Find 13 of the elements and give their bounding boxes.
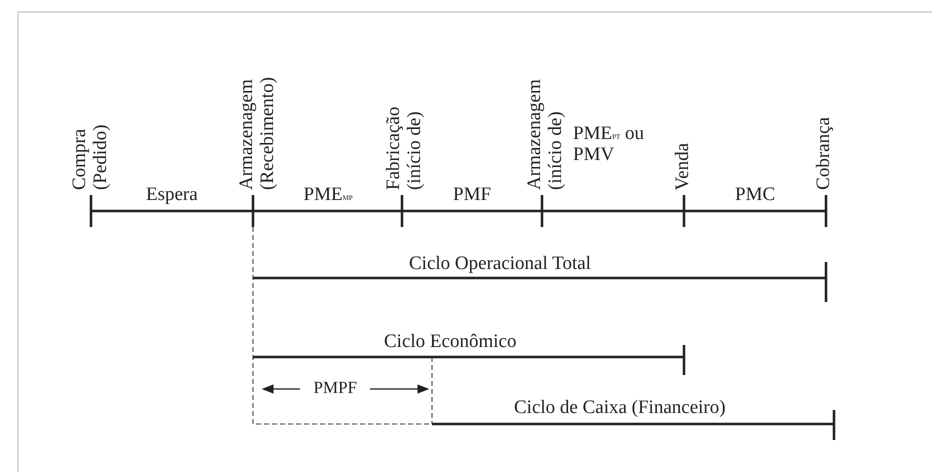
event-label: Armazenagem (início de) [525, 78, 567, 190]
dimension-label: PMPF [314, 379, 357, 397]
cycle-label: Ciclo Operacional Total [409, 254, 591, 274]
event-label: Armazenagem (Recebimento) [237, 76, 279, 190]
event-label: Cobrança [814, 117, 834, 190]
period-label: PMF [453, 185, 492, 205]
cycle-label: Ciclo Econômico [384, 332, 516, 352]
event-label: Compra (Pedido) [70, 124, 112, 190]
period-label: Espera [146, 185, 198, 205]
cycle-label: Ciclo de Caixa (Financeiro) [514, 398, 726, 418]
event-label: Venda [672, 143, 694, 190]
event-label: Fabricação (início de) [384, 106, 426, 190]
period-label: PMC [735, 185, 776, 205]
